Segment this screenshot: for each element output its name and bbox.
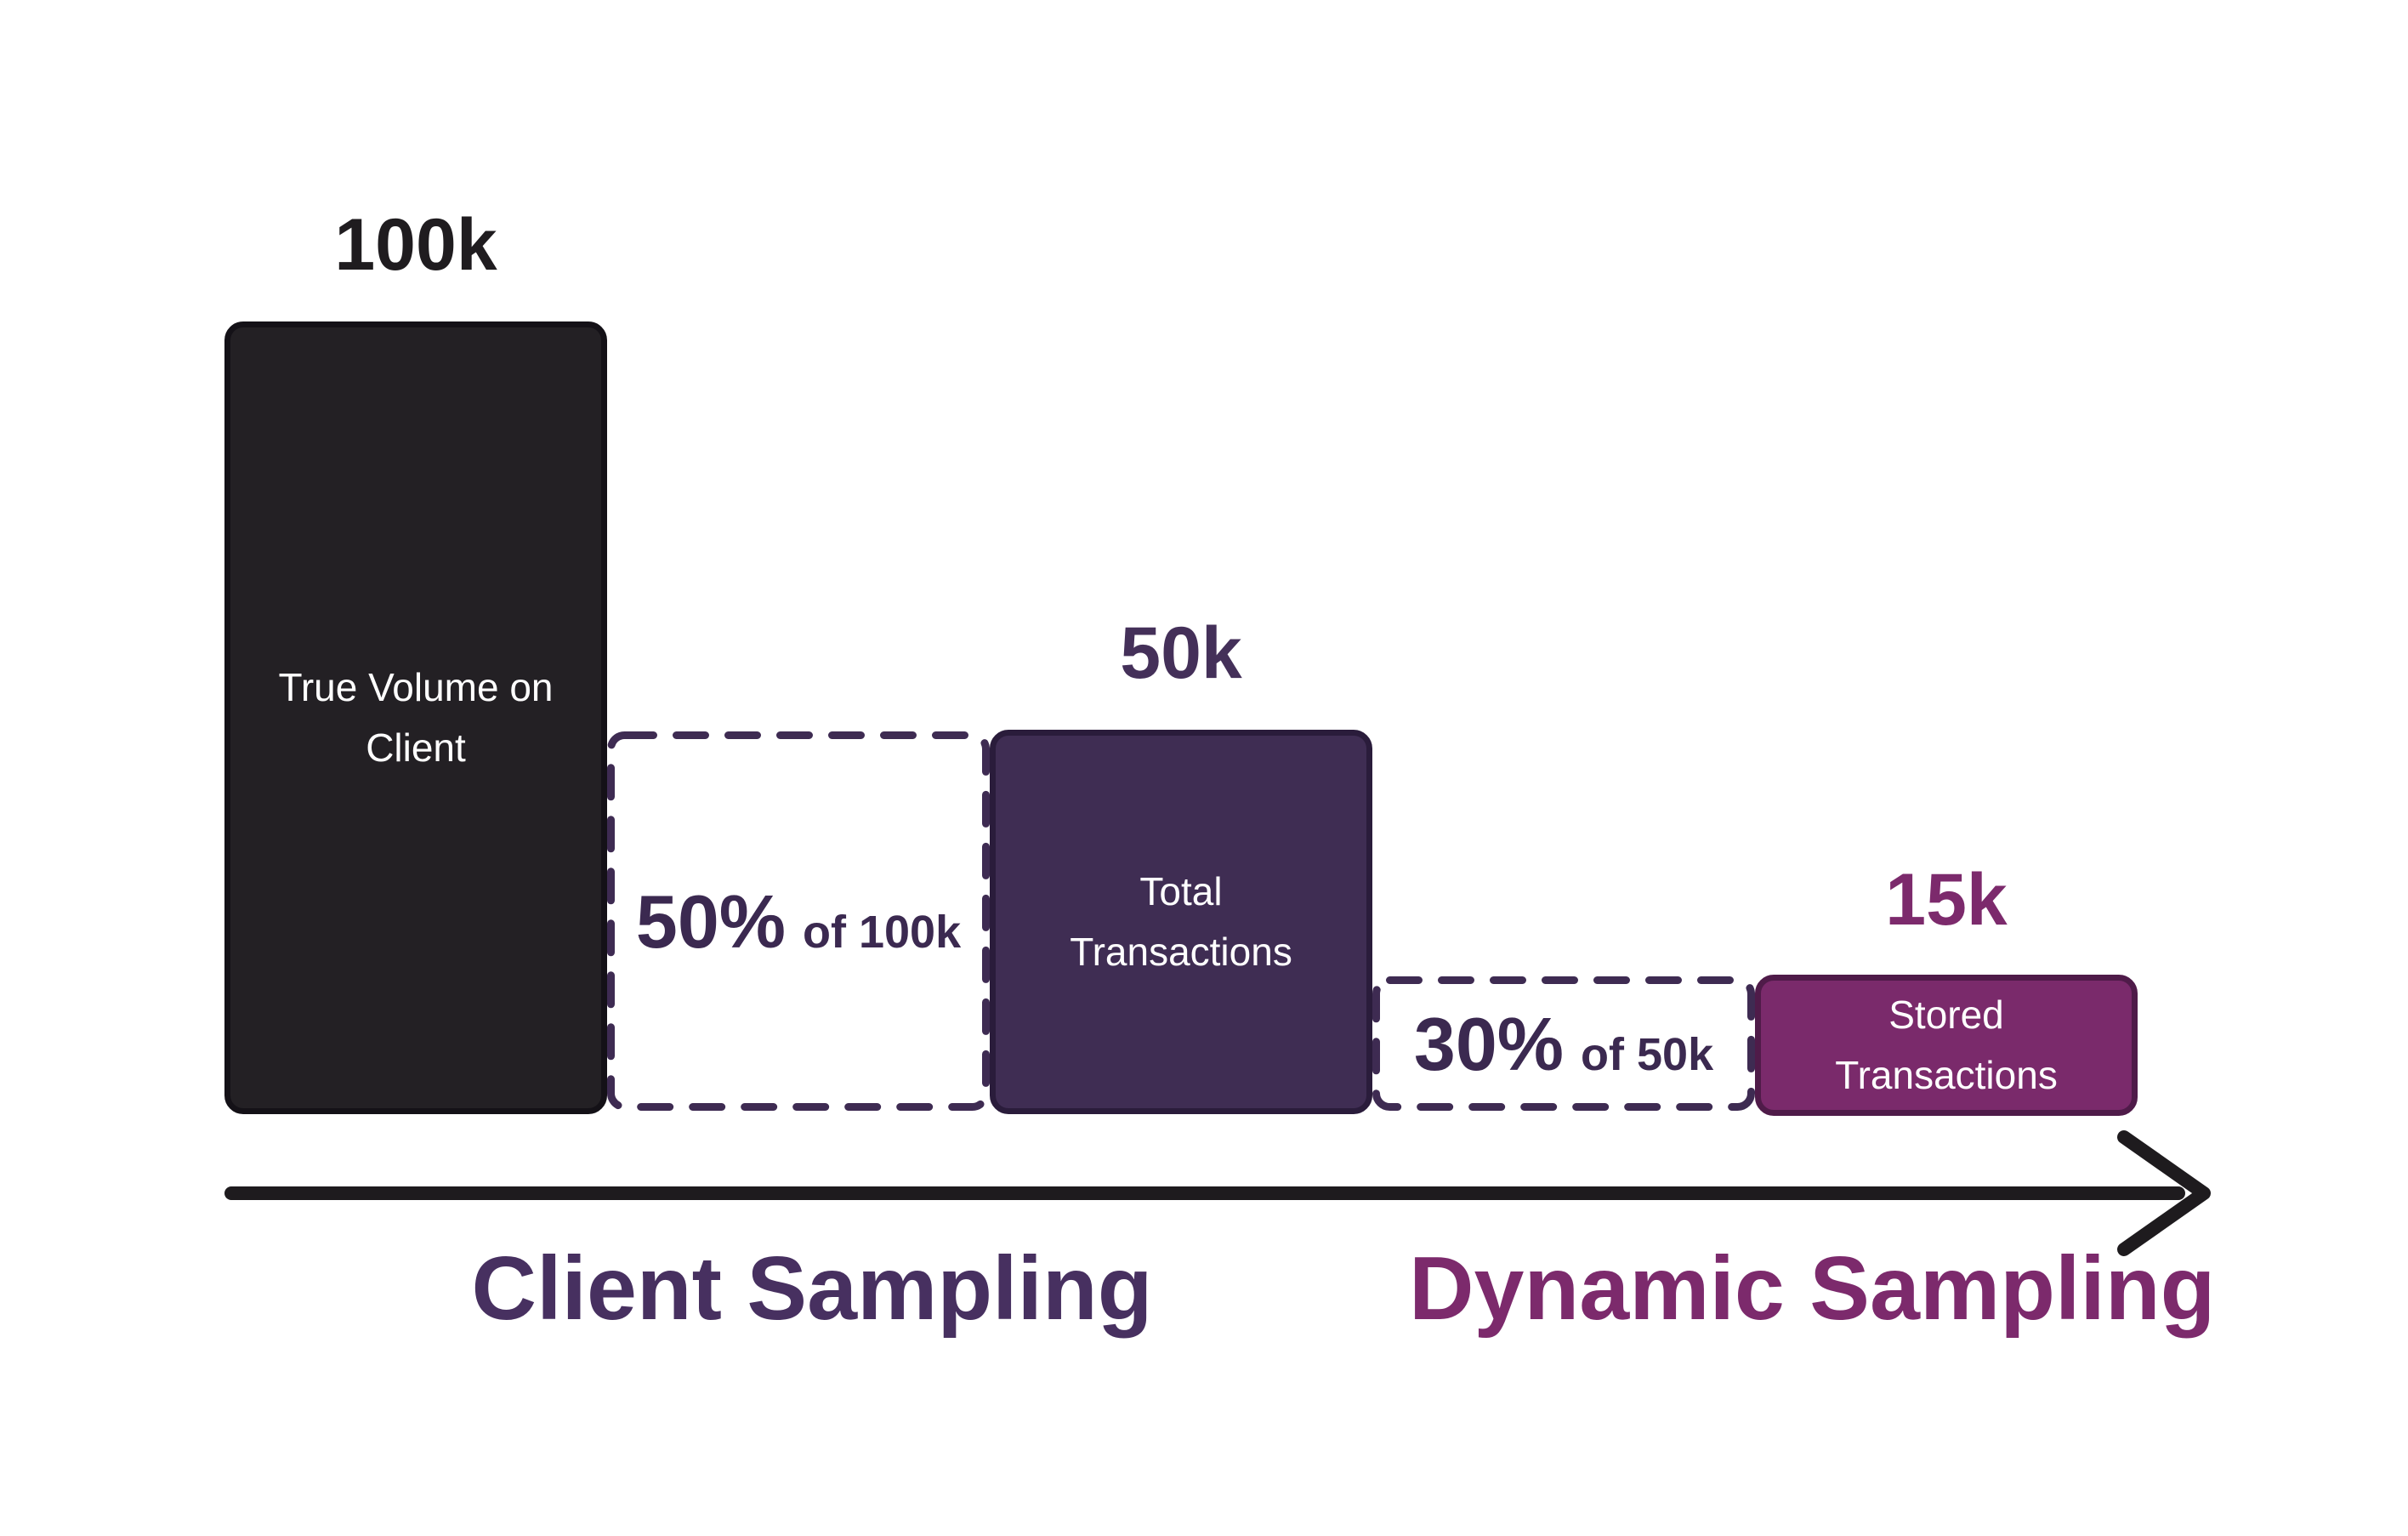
axis-label-client-sampling: Client Sampling — [471, 1238, 1153, 1339]
dynamic-sampling-percent: 30% — [1413, 1002, 1565, 1086]
axis-label-dynamic-sampling: Dynamic Sampling — [1409, 1238, 2216, 1339]
bar-true-volume: True Volume on Client — [224, 321, 607, 1114]
bar-stored-transactions: Stored Transactions — [1755, 975, 2138, 1116]
dynamic-sampling-rate: 30% of 50k — [1372, 1001, 1755, 1088]
bar-total-transactions-label: Total Transactions — [1070, 868, 1292, 974]
bar-true-volume-label: True Volume on Client — [278, 664, 554, 770]
value-label-total-transactions: 50k — [1120, 612, 1242, 694]
bar-total-transactions: Total Transactions — [990, 730, 1372, 1114]
dynamic-sampling-of: of 50k — [1581, 1029, 1714, 1080]
value-label-true-volume: 100k — [334, 204, 497, 286]
client-sampling-percent: 50% — [635, 879, 787, 964]
bar-stored-transactions-label: Stored Transactions — [1835, 992, 2058, 1097]
value-label-stored-transactions: 15k — [1885, 859, 2008, 941]
client-sampling-of: of 100k — [803, 907, 962, 958]
client-sampling-rate: 50% of 100k — [607, 879, 990, 965]
timeline-arrowhead-icon — [2117, 1130, 2211, 1256]
